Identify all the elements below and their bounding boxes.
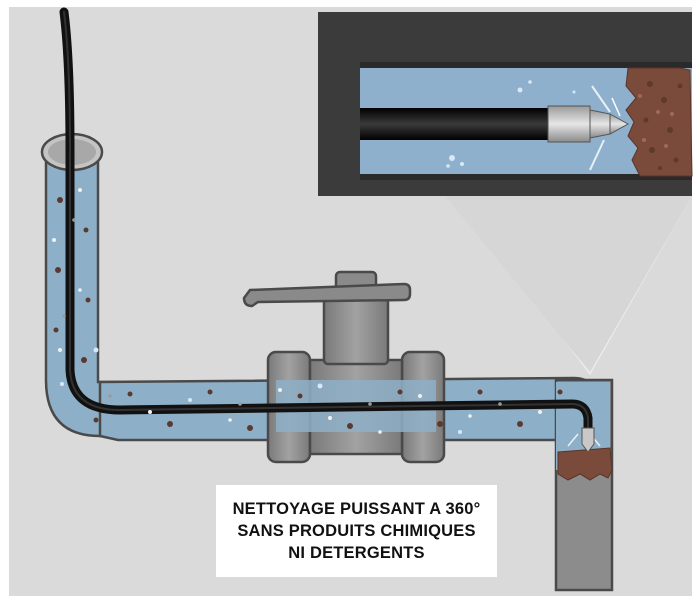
nozzle-main	[581, 427, 595, 453]
hose-zoom	[360, 108, 556, 140]
caption-box: NETTOYAGE PUISSANT A 360° SANS PRODUITS …	[216, 485, 497, 577]
caption-line-1: NETTOYAGE PUISSANT A 360°	[232, 500, 481, 518]
caption-line-3: NI DETERGENTS	[288, 544, 425, 562]
clog-drain	[557, 447, 613, 481]
clog-icon	[625, 67, 693, 177]
nozzle-icon	[547, 105, 630, 143]
caption-line-2: SANS PRODUITS CHIMIQUES	[237, 522, 476, 540]
debris	[52, 188, 563, 434]
zoom-panel	[318, 12, 693, 196]
